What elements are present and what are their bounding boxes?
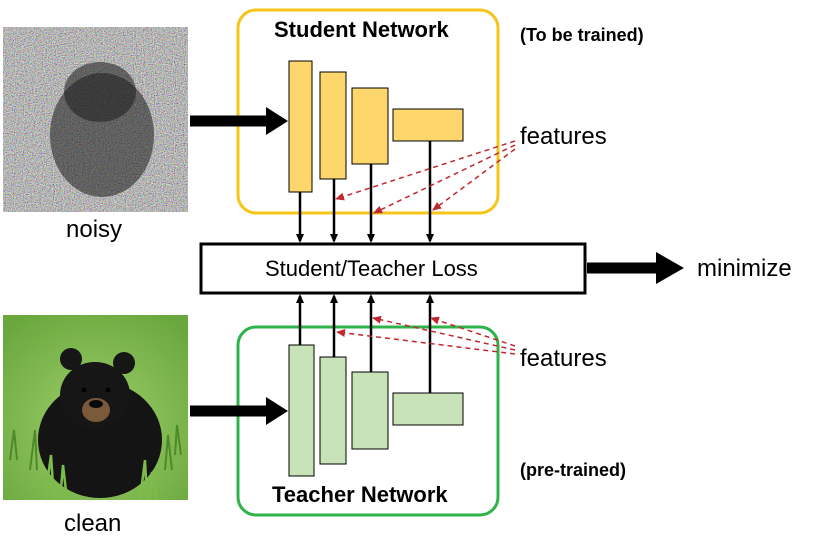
- teacher-layer-2: [319, 356, 347, 465]
- student-layer-4: [392, 108, 464, 142]
- teacher-network-title: Teacher Network: [272, 482, 448, 507]
- student-layer-1: [288, 60, 313, 193]
- teacher-network-box: [236, 325, 500, 517]
- features-label-top: features: [520, 123, 607, 150]
- teacher-feature-pointers: [336, 315, 516, 355]
- student-network-box: [236, 8, 500, 215]
- student-feature-arrows: [296, 141, 434, 243]
- teacher-layer-3: [351, 371, 389, 450]
- student-note: (To be trained): [520, 25, 644, 45]
- minimize-label: minimize: [697, 255, 792, 282]
- loss-label: Student/Teacher Loss: [265, 256, 478, 281]
- features-label-bottom: features: [520, 345, 607, 372]
- teacher-note: (pre-trained): [520, 460, 627, 480]
- student-feature-pointers: [335, 140, 516, 214]
- noisy-image: [3, 27, 188, 212]
- noisy-caption: noisy: [66, 216, 123, 243]
- teacher-layers: [288, 344, 464, 477]
- teacher-feature-arrows: [296, 294, 434, 393]
- student-layers: [288, 60, 464, 193]
- student-layer-2: [319, 71, 347, 180]
- loss-box: [199, 242, 587, 295]
- student-network-title: Student Network: [274, 17, 449, 42]
- teacher-layer-4: [392, 392, 464, 426]
- clean-image: [3, 315, 188, 501]
- teacher-layer-1: [288, 344, 315, 477]
- student-layer-3: [351, 87, 389, 165]
- clean-caption: clean: [64, 510, 122, 537]
